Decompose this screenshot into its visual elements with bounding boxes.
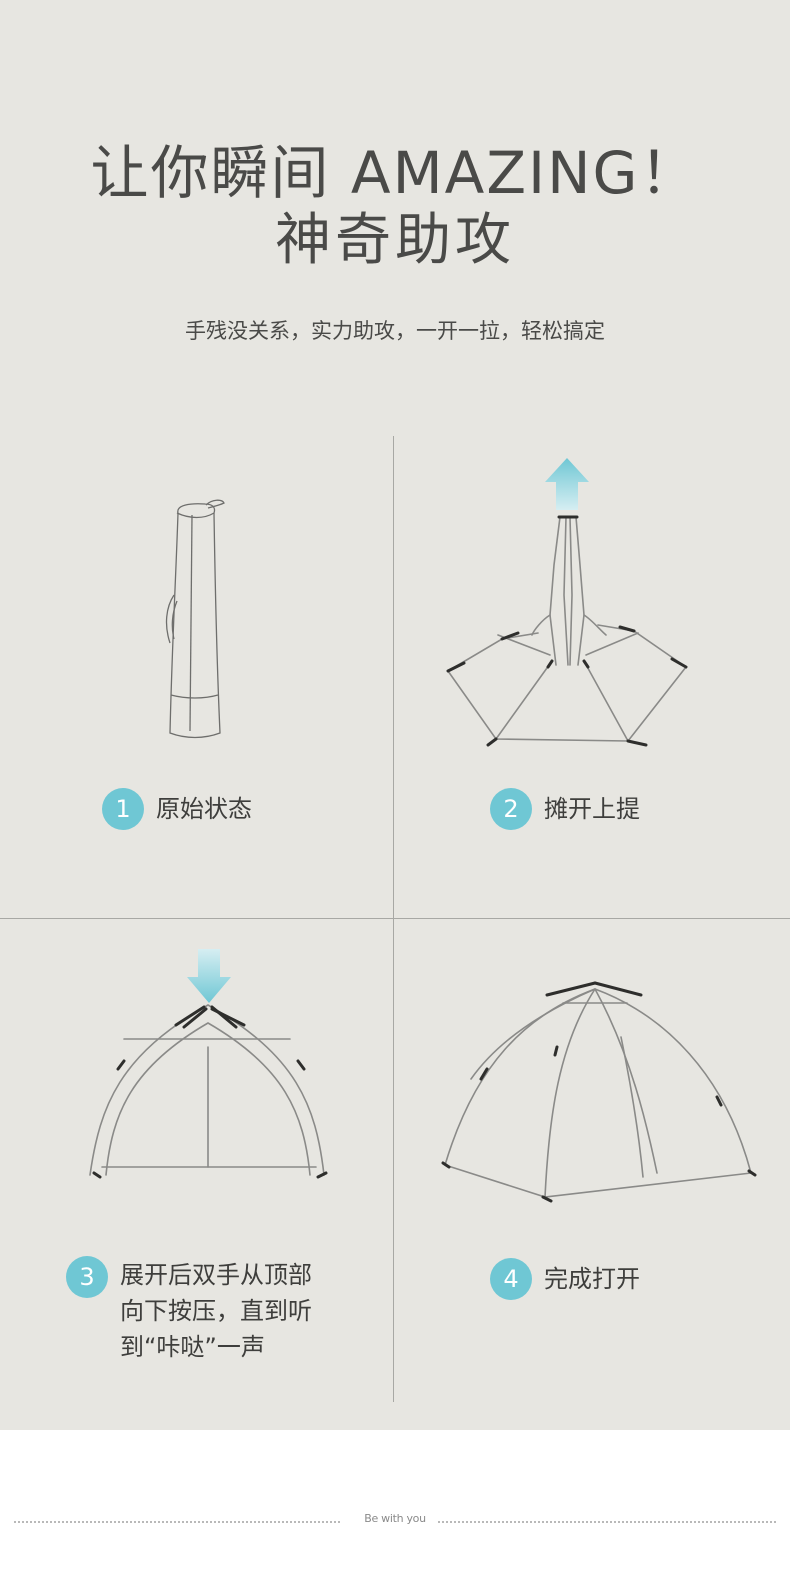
step-label-line: 向下按压，直到听 (120, 1297, 312, 1325)
grid-divider-vertical (393, 436, 394, 1402)
grid-divider-horizontal (0, 918, 790, 919)
step-label-line: 到“咔哒”一声 (120, 1333, 265, 1361)
tent-press-illustration (89, 949, 328, 1179)
tent-open-illustration (441, 981, 757, 1203)
step-2: 2 摊开上提 (490, 788, 640, 830)
content-panel: 让你瞬间 AMAZING！ 神奇助攻 手残没关系，实力助攻，一开一拉，轻松搞定 (0, 0, 790, 1430)
step-number-badge: 4 (490, 1258, 532, 1300)
headline-subtitle: 神奇助攻 (275, 208, 515, 273)
step-3: 3 展开后双手从顶部 向下按压，直到听 到“咔哒”一声 (66, 1256, 312, 1365)
tent-bag-illustration (165, 499, 225, 739)
step-number-badge: 1 (102, 788, 144, 830)
footer-tagline: Be with you (364, 1512, 426, 1525)
step-label: 原始状态 (156, 795, 252, 823)
step-number-badge: 3 (66, 1256, 108, 1298)
step-1: 1 原始状态 (102, 788, 252, 830)
down-arrow-icon (187, 949, 231, 1003)
footer-divider-left (14, 1521, 340, 1523)
step-label: 摊开上提 (544, 795, 640, 823)
step-number-badge: 2 (490, 788, 532, 830)
step-label-line: 展开后双手从顶部 (120, 1261, 312, 1289)
step-label: 展开后双手从顶部 向下按压，直到听 到“咔哒”一声 (120, 1257, 312, 1365)
headline-title: 让你瞬间 AMAZING！ (90, 139, 700, 207)
footer-divider-right (438, 1521, 776, 1523)
tagline: 手残没关系，实力助攻，一开一拉，轻松搞定 (185, 319, 605, 343)
tent-frame-lift-illustration (446, 458, 688, 747)
step-4: 4 完成打开 (490, 1258, 640, 1300)
up-arrow-icon (545, 458, 589, 510)
step-label: 完成打开 (544, 1265, 640, 1293)
